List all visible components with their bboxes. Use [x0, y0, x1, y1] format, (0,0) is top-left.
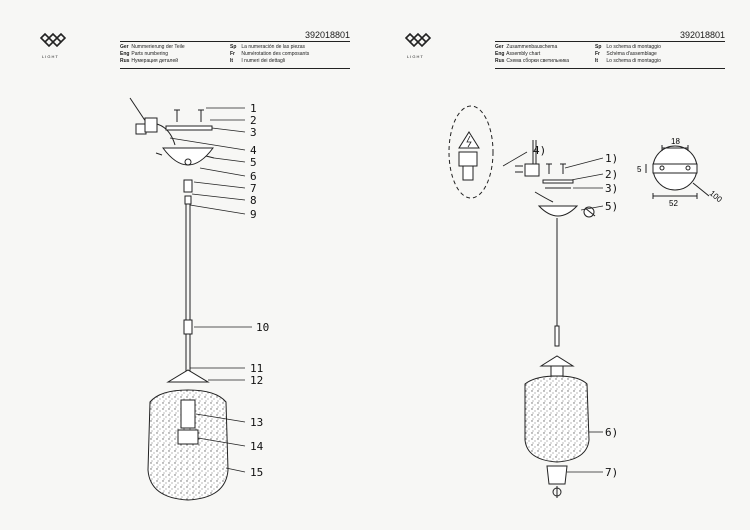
socket-ring [546, 465, 568, 485]
divider [120, 41, 350, 42]
legend-line: It Lo schema di montaggio [595, 58, 661, 64]
legend-line: Eng Parts numbering [120, 51, 169, 57]
part-number: 6 [250, 170, 257, 183]
part-number: 10 [256, 321, 269, 334]
legend-line: Eng Assembly chart [495, 51, 541, 57]
legend-line: Fr Schéma d'assemblage [595, 51, 657, 57]
part-number: 2 [250, 114, 257, 127]
legend-line: Ger Nummerierung der Teile [120, 44, 185, 50]
detail-callout [448, 105, 494, 199]
high-voltage-warning-icon [458, 131, 480, 149]
logo-text: LIGHT [42, 54, 59, 59]
divider [120, 68, 350, 69]
step-label: 4) [533, 144, 546, 157]
legend-line: Ger Zusammenbauschema [495, 44, 558, 50]
step-label: 2) [605, 168, 618, 181]
socket-ring [177, 429, 199, 445]
lamp-socket [180, 399, 196, 429]
screw-icon [174, 109, 204, 122]
brand-logo-icon [405, 32, 431, 48]
dimension-label: 100 [708, 189, 724, 205]
mounting-bar [165, 125, 213, 131]
step-label: 3) [605, 182, 618, 195]
dimension-label: 18 [671, 137, 680, 146]
legend-line: Fr Numérotation des composants [230, 51, 310, 57]
cable-adjuster [183, 319, 193, 335]
divider [495, 41, 725, 42]
assembly-chart-page: LIGHT 392018801 Ger Zusammenbauschema En… [375, 0, 750, 530]
assembly-diagram: 1) 2) 3) 4) 5) 6) 7) 18 5 52 100 [448, 105, 724, 498]
parts-numbering-page: LIGHT 392018801 Ger Nummerierung der Tei… [40, 0, 376, 530]
terminal-block-icon [524, 163, 540, 177]
model-number: 392018801 [304, 30, 350, 40]
screw-icon [546, 163, 566, 174]
glass-shade [524, 375, 590, 463]
logo-text: LIGHT [407, 54, 424, 59]
legend-line: Sp La numeración de las piezas [230, 44, 306, 50]
dimension-label: 5 [637, 165, 642, 174]
legend-line: Sp Lo schema di montaggio [595, 44, 661, 50]
legend-line: It I numeri dei dettagli [230, 58, 286, 64]
mounting-bar [542, 179, 574, 184]
shade-cap [166, 369, 210, 383]
dimension-label: 52 [669, 199, 678, 208]
glass-shade [147, 389, 229, 501]
part-number: 9 [250, 208, 257, 221]
part-number: 3 [250, 126, 257, 139]
part-number: 14 [250, 440, 264, 453]
step-label: 1) [605, 152, 618, 165]
part-number: 12 [250, 374, 263, 387]
brand-logo-icon [40, 32, 66, 48]
ceiling-canopy [537, 205, 579, 217]
part-number: 5 [250, 156, 257, 169]
legend-line: Rus Схема сборки светильника [495, 58, 570, 64]
shade-cap [539, 355, 575, 367]
model-number: 392018801 [679, 30, 725, 40]
step-label: 6) [605, 426, 618, 439]
part-number: 11 [250, 362, 263, 375]
part-number: 15 [250, 466, 263, 479]
part-number: 1 [250, 102, 257, 115]
lamp-socket [550, 365, 564, 377]
part-number: 8 [250, 194, 257, 207]
part-number: 4 [250, 144, 257, 157]
step-label: 7) [605, 466, 618, 479]
ceiling-canopy [162, 147, 214, 166]
part-number: 7 [250, 182, 257, 195]
parts-diagram: 1 2 3 4 5 6 7 8 9 10 11 12 13 14 15 [129, 97, 269, 501]
divider [495, 68, 725, 69]
part-number: 13 [250, 416, 263, 429]
step-label: 5) [605, 200, 618, 213]
legend-line: Rus Нумерация деталей [120, 58, 179, 64]
